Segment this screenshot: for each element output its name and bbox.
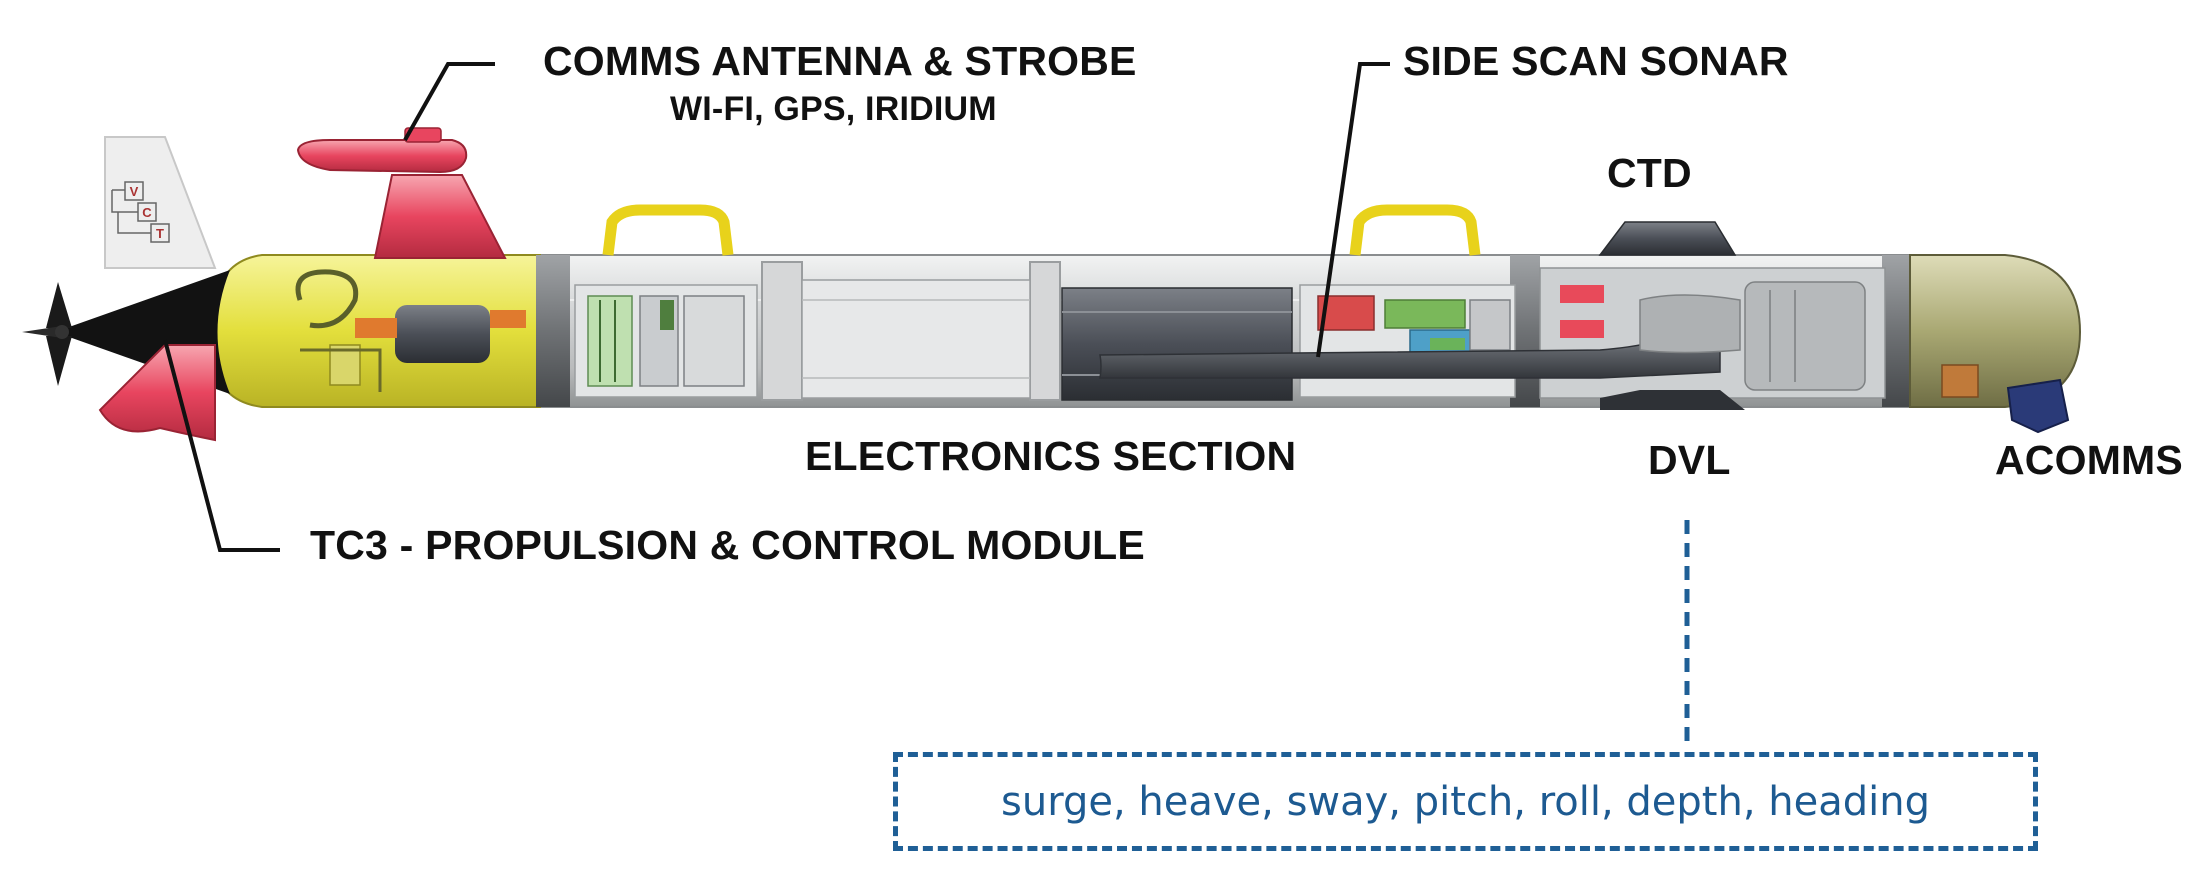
dvl-outputs-box: surge, heave, sway, pitch, roll, depth, … xyxy=(893,752,2038,851)
leader-lines xyxy=(163,62,1390,552)
acomms-transducer xyxy=(1941,364,2070,434)
battery-pack xyxy=(1061,287,1293,401)
dvl-sensor xyxy=(1600,390,1745,410)
tc3-leader-line xyxy=(163,339,280,552)
tc3-module-label: TC3 - PROPULSION & CONTROL MODULE xyxy=(310,522,1145,568)
electronics-section-label: ELECTRONICS SECTION xyxy=(805,433,1297,479)
battery-block xyxy=(801,279,1031,399)
comms-antenna xyxy=(296,127,507,259)
propeller xyxy=(22,282,72,386)
side-scan-leader-line xyxy=(1316,62,1390,358)
side-scan-sonar-array xyxy=(1099,294,1741,379)
electronics-bay xyxy=(574,284,758,398)
ctd-sensor xyxy=(1598,221,1737,256)
svg-text:V: V xyxy=(130,184,139,199)
upper-tail-fin xyxy=(104,136,217,269)
lifting-handles xyxy=(602,204,1481,256)
comms-leader-line xyxy=(403,62,495,141)
svg-text:C: C xyxy=(142,205,152,220)
electronics-bay-2 xyxy=(1299,284,1516,398)
ctd-label: CTD xyxy=(1607,150,1692,196)
dvl-label: DVL xyxy=(1648,437,1731,483)
dvl-outputs-text: surge, heave, sway, pitch, roll, depth, … xyxy=(1001,778,1930,825)
svg-text:T: T xyxy=(156,226,164,241)
acomms-label: ACOMMS xyxy=(1995,437,2183,483)
comms-antenna-sublabel: WI-FI, GPS, IRIDIUM xyxy=(670,90,997,128)
lower-tail-fin xyxy=(98,344,216,442)
comms-antenna-label: COMMS ANTENNA & STROBE xyxy=(543,38,1137,84)
side-scan-sonar-label: SIDE SCAN SONAR xyxy=(1403,38,1789,84)
vct-logo: V C T xyxy=(111,181,170,243)
